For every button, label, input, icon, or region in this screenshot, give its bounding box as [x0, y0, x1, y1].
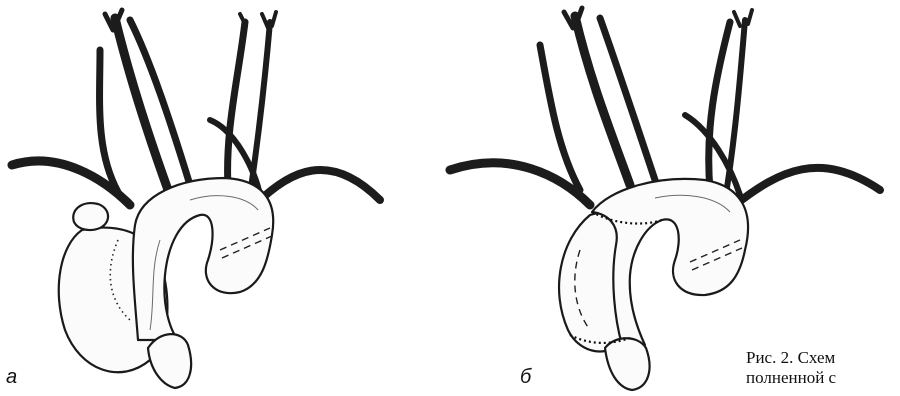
figure-panel-a: а	[0, 0, 440, 396]
left-atrium-a	[73, 203, 108, 230]
figure-panel-b: б	[440, 0, 900, 396]
panel-label-a: а	[6, 366, 17, 388]
branch-vessels-a	[12, 10, 380, 205]
branch-vessels-b	[450, 8, 880, 205]
aortic-arch-a	[133, 178, 273, 340]
panel-label-b: б	[520, 366, 531, 388]
aortic-arch-illustration-a	[0, 0, 440, 396]
descending-aorta-a	[148, 334, 191, 388]
caption-line-2: полненной с	[746, 368, 900, 388]
figure-caption: Рис. 2. Схем полненной с	[746, 348, 900, 388]
descending-aorta-b	[605, 338, 650, 390]
aortic-arch-illustration-b	[440, 0, 900, 396]
caption-line-1: Рис. 2. Схем	[746, 348, 900, 368]
